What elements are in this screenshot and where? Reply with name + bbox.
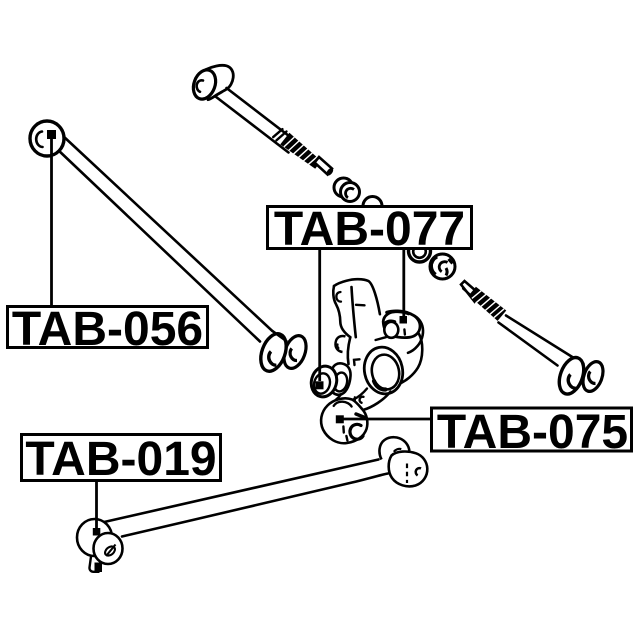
svg-text:TAB-075: TAB-075 — [437, 406, 628, 459]
svg-text:TAB-019: TAB-019 — [25, 433, 216, 486]
svg-text:TAB-077: TAB-077 — [274, 203, 465, 256]
svg-text:TAB-056: TAB-056 — [12, 303, 203, 356]
